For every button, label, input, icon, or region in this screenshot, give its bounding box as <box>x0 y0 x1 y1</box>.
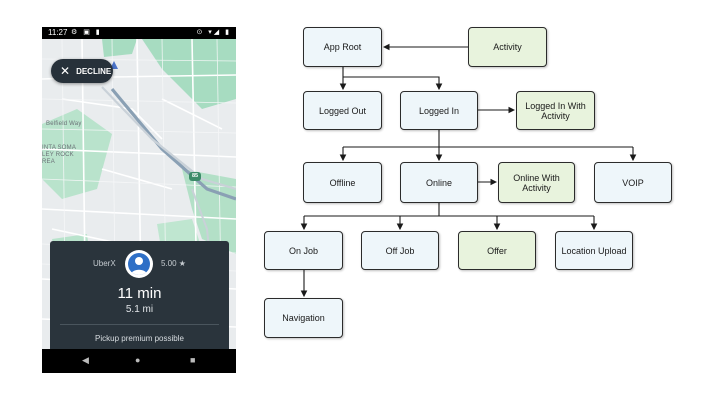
map-street-label: Belfield Way <box>46 121 82 127</box>
offer-card[interactable]: UberX 5.00 ★ 11 min 5.1 mi Pickup premiu… <box>50 241 229 349</box>
node-navigation: Navigation <box>264 298 343 338</box>
node-on-job: On Job <box>264 231 343 270</box>
card-divider <box>60 324 219 325</box>
offer-rating: 5.00 ★ <box>161 259 186 268</box>
decline-label: DECLINE <box>76 66 112 76</box>
status-time: 11:27 <box>48 28 68 37</box>
highway-shield: 85 <box>189 172 201 181</box>
decline-button[interactable]: ✕ DECLINE <box>51 59 113 83</box>
offer-note: Pickup premium possible <box>95 334 184 343</box>
node-offer: Offer <box>458 231 536 270</box>
map-district-label-1: INTA SOMA <box>42 145 77 151</box>
status-bar: 11:27 ⚙ ▣ ▮ ⊙ ▾◢ ▮ <box>42 27 236 39</box>
offer-product: UberX <box>93 259 116 268</box>
home-icon[interactable]: ● <box>135 355 141 365</box>
node-location-upload: Location Upload <box>555 231 633 270</box>
rider-avatar <box>125 250 153 278</box>
offer-distance: 5.1 mi <box>125 304 154 315</box>
status-notification-icons: ⚙ ▣ ▮ <box>71 29 102 36</box>
node-logged-in: Logged In <box>400 91 478 130</box>
node-logged-in-with-activity: Logged In With Activity <box>516 91 595 130</box>
node-online-with-activity: Online With Activity <box>498 162 575 203</box>
back-icon[interactable]: ◀ <box>82 355 89 365</box>
node-activity: Activity <box>468 27 547 67</box>
node-online: Online <box>400 162 478 203</box>
offer-eta: 11 min <box>117 285 162 302</box>
map-view[interactable]: Belfield Way INTA SOMA LEY ROCK REA 85 ✕… <box>42 39 236 349</box>
person-icon <box>128 253 150 275</box>
node-offline: Offline <box>303 162 382 203</box>
phone-screen: 11:27 ⚙ ▣ ▮ ⊙ ▾◢ ▮ <box>42 27 236 373</box>
node-logged-out: Logged Out <box>303 91 382 130</box>
navigation-bar: ◀ ● ■ <box>42 349 236 373</box>
node-app-root: App Root <box>303 27 382 67</box>
recents-icon[interactable]: ■ <box>190 355 196 365</box>
close-icon: ✕ <box>60 64 71 78</box>
map-district-label-2: LEY ROCK <box>42 152 74 158</box>
status-system-icons: ⊙ ▾◢ ▮ <box>196 29 231 36</box>
node-off-job: Off Job <box>361 231 439 270</box>
map-district-label-3: REA <box>42 159 55 165</box>
node-voip: VOIP <box>594 162 672 203</box>
edge-app-root-logged-in <box>343 76 443 91</box>
